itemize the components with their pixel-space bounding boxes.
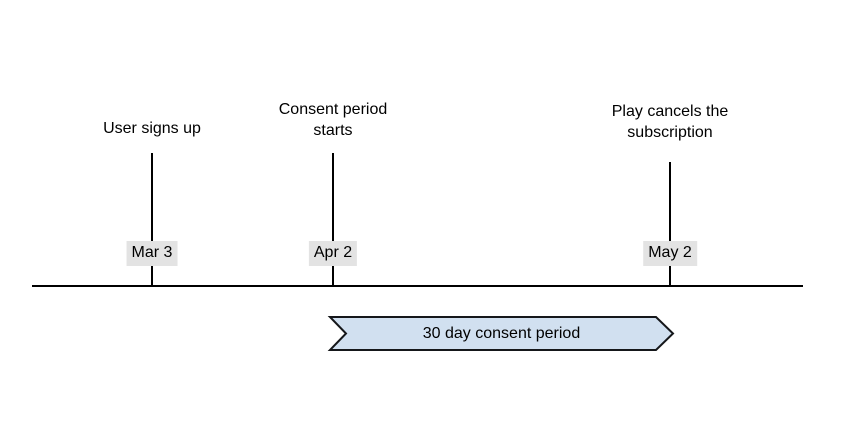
milestone-label-line: starts [313,122,353,139]
milestone-label-line: Consent period [278,101,388,118]
consent-period-banner: 30 day consent period [327,316,675,351]
banner-chevron-shape [327,316,675,351]
milestone-label-user-signs-up: User signs up [103,118,201,139]
milestone-label-play-cancels-subscription: Play cancels the subscription [612,101,729,143]
milestone-label-consent-period-starts: Consent period starts [279,99,388,141]
milestone-label-line: User signs up [103,120,201,137]
milestone-tick-consent-period-starts [332,153,334,285]
milestone-date-may-2: May 2 [643,241,697,266]
timeline-axis [32,285,803,287]
milestone-label-line: subscription [627,124,713,141]
banner-chevron-polygon [327,316,675,351]
banner-label: 30 day consent period [422,324,581,342]
milestone-label-line: Play cancels the [611,103,729,120]
milestone-tick-play-cancels-subscription [669,162,671,285]
milestone-tick-user-signs-up [151,153,153,285]
milestone-date-mar-3: Mar 3 [126,241,178,266]
milestone-date-apr-2: Apr 2 [308,241,358,266]
